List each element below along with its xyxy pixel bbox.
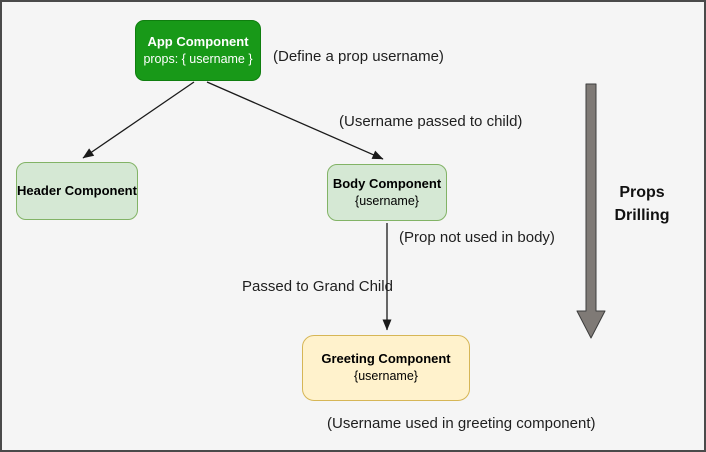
props-drilling-arrow [576, 83, 606, 339]
node-body-title: Body Component [332, 175, 442, 191]
node-app-title: App Component [147, 33, 249, 49]
props-drilling-label-line1: Props [619, 184, 665, 201]
node-body-component: Body Component {username} [327, 164, 447, 221]
props-drilling-label-line2: Drilling [614, 207, 670, 225]
arrow-app-to-header [82, 81, 195, 159]
annotation-username-used-in-greeting: (Username used in greeting component) [327, 415, 596, 432]
node-app-subtitle: props: { username } [143, 51, 253, 66]
node-greeting-component: Greeting Component {username} [302, 335, 470, 401]
props-drilling-label: Props Drilling [602, 181, 682, 227]
node-header-component: Header Component [16, 162, 138, 220]
annotation-prop-not-used-in-body: (Prop not used in body) [399, 229, 555, 246]
node-greeting-title: Greeting Component [321, 351, 451, 367]
annotation-username-passed-to-child: (Username passed to child) [339, 113, 523, 130]
node-body-subtitle: {username} [355, 193, 419, 208]
annotation-define-prop: (Define a prop username) [273, 48, 444, 65]
annotation-passed-to-grand-child: Passed to Grand Child [242, 278, 393, 295]
node-header-title: Header Component [17, 182, 137, 198]
node-greeting-subtitle: {username} [354, 369, 418, 384]
node-app-component: App Component props: { username } [135, 20, 261, 81]
